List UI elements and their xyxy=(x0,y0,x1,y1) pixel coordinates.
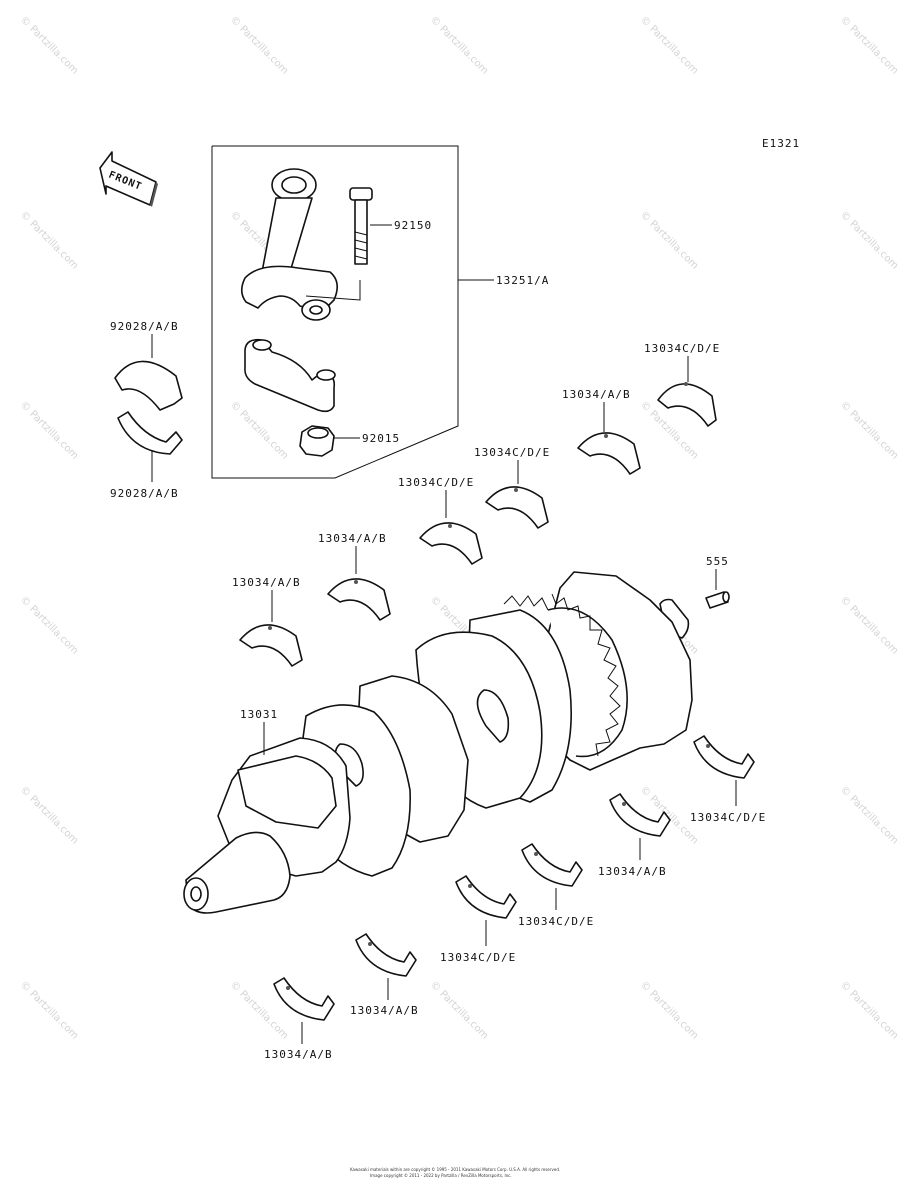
watermark: © Partzilla.com xyxy=(18,14,80,76)
connecting-rod-cap-icon xyxy=(244,338,336,413)
watermark: © Partzilla.com xyxy=(838,399,900,461)
front-arrow-icon: FRONT xyxy=(99,151,158,207)
callout-13034cde-3: 13034C/D/E xyxy=(398,476,474,489)
callout-13034cde-5: 13034C/D/E xyxy=(518,915,594,928)
main-bearing-icon xyxy=(609,793,671,837)
watermark: © Partzilla.com xyxy=(18,979,80,1041)
callout-13034ab-6: 13034/A/B xyxy=(264,1048,333,1061)
main-bearing-icon xyxy=(273,977,335,1021)
dowel-pin-icon xyxy=(705,591,730,609)
watermark: © Partzilla.com xyxy=(18,594,80,656)
callout-555: 555 xyxy=(706,555,729,568)
callout-13031: 13031 xyxy=(240,708,278,721)
callout-13251a: 13251/A xyxy=(496,274,549,287)
callout-13034cde-6: 13034C/D/E xyxy=(440,951,516,964)
callout-13034ab-1: 13034/A/B xyxy=(562,388,631,401)
main-bearing-icon xyxy=(355,933,417,977)
watermark: © Partzilla.com xyxy=(638,14,700,76)
watermark: © Partzilla.com xyxy=(838,979,900,1041)
callout-13034ab-5: 13034/A/B xyxy=(350,1004,419,1017)
callout-13034ab-2: 13034/A/B xyxy=(318,532,387,545)
callout-92028-top: 92028/A/B xyxy=(110,320,179,333)
watermark: © Partzilla.com xyxy=(838,14,900,76)
watermark: © Partzilla.com xyxy=(18,399,80,461)
conrod-bearing-icon xyxy=(114,360,183,411)
main-bearing-icon xyxy=(239,624,303,667)
callout-13034ab-3: 13034/A/B xyxy=(232,576,301,589)
main-bearing-icon xyxy=(577,432,641,475)
conrod-bearing-icon xyxy=(117,411,183,455)
watermark: © Partzilla.com xyxy=(838,594,900,656)
callout-13034cde-4: 13034C/D/E xyxy=(690,811,766,824)
watermark: © Partzilla.com xyxy=(838,784,900,846)
watermark: © Partzilla.com xyxy=(838,209,900,271)
callout-13034ab-4: 13034/A/B xyxy=(598,865,667,878)
watermark: © Partzilla.com xyxy=(428,979,490,1041)
callout-92028-bottom: 92028/A/B xyxy=(110,487,179,500)
watermark: © Partzilla.com xyxy=(428,14,490,76)
main-bearing-icon xyxy=(327,578,391,621)
crankshaft-icon xyxy=(183,571,693,914)
watermark: © Partzilla.com xyxy=(228,14,290,76)
main-bearing-icon xyxy=(485,486,549,529)
main-bearing-icon xyxy=(521,843,583,887)
connecting-rod-icon xyxy=(240,168,361,321)
watermark: © Partzilla.com xyxy=(228,399,290,461)
copyright-line-2: Image copyright © 2011 - 2022 by Partzil… xyxy=(370,1173,512,1178)
diagram-code: E1321 xyxy=(762,137,800,150)
callout-13034cde-2: 13034C/D/E xyxy=(474,446,550,459)
watermark: © Partzilla.com xyxy=(638,209,700,271)
watermark: © Partzilla.com xyxy=(18,784,80,846)
main-bearing-icon xyxy=(419,522,483,565)
copyright-line-1: Kawasaki materials within are copyright … xyxy=(350,1167,560,1172)
main-bearing-icon xyxy=(693,735,755,779)
watermark: © Partzilla.com xyxy=(18,209,80,271)
main-bearing-icon xyxy=(657,382,717,427)
callout-92150: 92150 xyxy=(394,219,432,232)
conrod-nut-icon xyxy=(299,425,335,457)
conrod-assembly-box xyxy=(211,145,459,479)
callout-13034cde-1: 13034C/D/E xyxy=(644,342,720,355)
main-bearing-icon xyxy=(455,875,517,919)
watermark: © Partzilla.com xyxy=(638,979,700,1041)
callout-92015: 92015 xyxy=(362,432,400,445)
conrod-bolt-icon xyxy=(349,187,373,265)
